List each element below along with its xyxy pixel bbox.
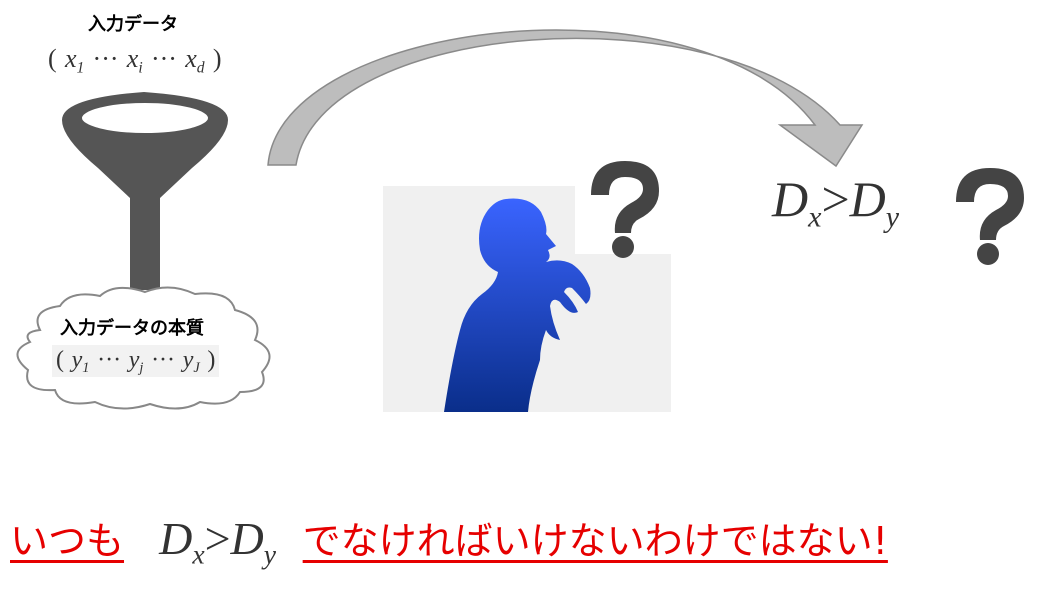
silhouette-bg-right: [575, 254, 671, 412]
input-data-title: 入力データ: [88, 14, 178, 35]
dx-gt-dy-formula: Dx>Dy: [772, 171, 900, 234]
bottom-prefix: いつも: [10, 519, 125, 563]
bottom-formula: Dx>Dy: [159, 513, 277, 570]
essence-title: 入力データの本質: [60, 318, 204, 339]
question-mark-icon: [956, 168, 1024, 265]
curved-arrow-icon: [267, 29, 864, 168]
input-vector: ( x1 ··· xi ··· xd ): [48, 44, 222, 77]
bottom-statement: いつも Dx>Dy でなければいけないわけではない!: [10, 510, 888, 571]
thinking-person-icon: [444, 198, 591, 412]
funnel-icon: [62, 92, 228, 290]
question-mark-icon: [591, 161, 659, 258]
bottom-suffix: でなければいけないわけではない!: [302, 519, 888, 563]
essence-vector: ( y1 ··· yj ··· yJ ): [52, 345, 220, 378]
